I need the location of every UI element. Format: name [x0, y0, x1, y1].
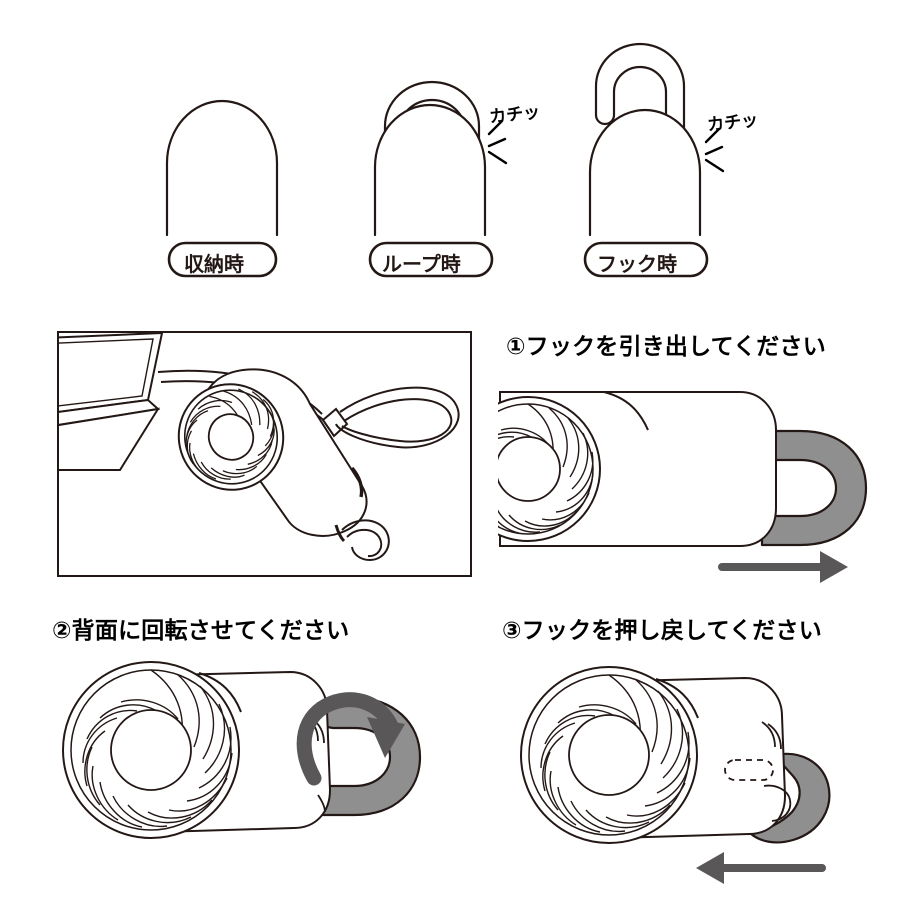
state-label-loop: ループ時	[382, 252, 461, 276]
state-loop-figure	[373, 80, 508, 237]
click-ticks-loop	[487, 119, 508, 165]
step2-illustration	[62, 661, 422, 839]
step2-rotation-arrow	[296, 692, 405, 786]
step1-heading: ①フックを引き出してください	[506, 334, 826, 360]
step3-arrow-left	[696, 852, 826, 884]
click-sound-hook: カチッ	[706, 110, 760, 136]
state-label-stored: 収納時	[184, 252, 244, 276]
step3-illustration	[520, 666, 831, 884]
state-stored-figure	[165, 99, 279, 237]
click-ticks-hook	[704, 127, 725, 173]
step3-heading: ③フックを押し戻してください	[502, 618, 822, 644]
state-label-pills	[167, 241, 709, 278]
state-label-hook: フック時	[597, 252, 677, 276]
step2-heading: ②背面に回転させてください	[52, 618, 350, 644]
step1-arrow-right	[718, 551, 848, 583]
state-hook-figure	[588, 42, 725, 237]
step1-illustration	[498, 391, 868, 583]
scene-laptop-and-fan	[59, 333, 460, 562]
click-sound-loop: カチッ	[488, 102, 542, 128]
